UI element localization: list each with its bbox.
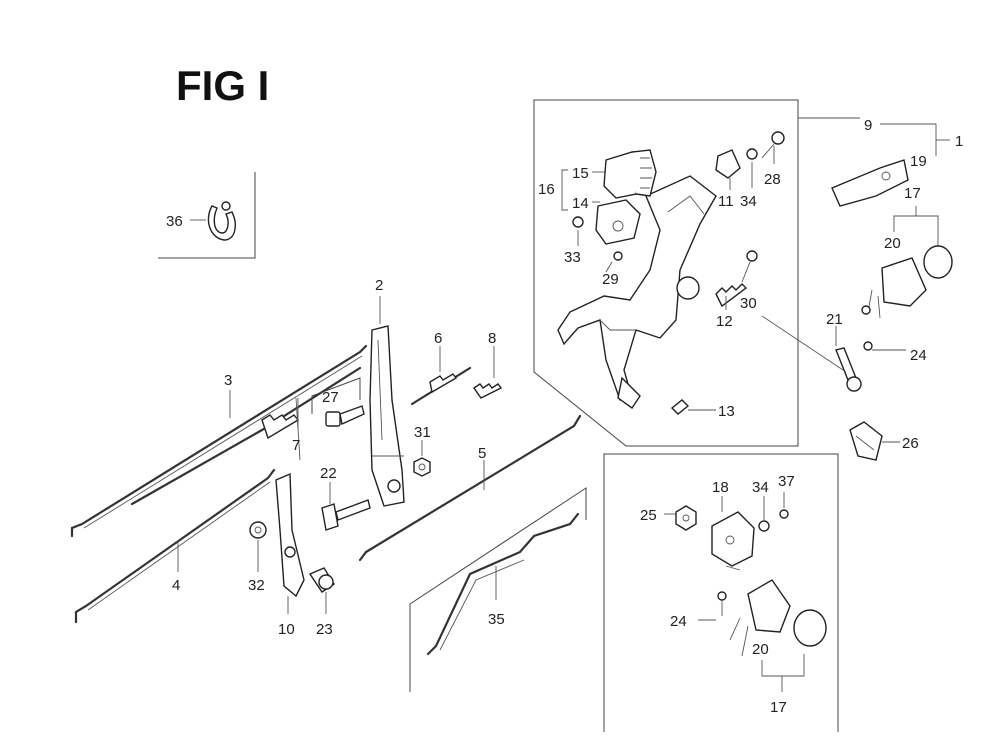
part-21-bolt: 21 [826, 311, 862, 392]
rod-5: 5 [358, 414, 582, 562]
label-18: 18 [712, 479, 729, 496]
label-19: 19 [910, 153, 927, 170]
label-12: 12 [716, 313, 733, 330]
part-34-washer-bottom: 34 [752, 479, 770, 532]
part-35-rod: 35 [409, 487, 587, 692]
label-20b: 20 [752, 641, 769, 658]
part-32-washer: 32 [248, 521, 267, 594]
label-32: 32 [248, 577, 265, 594]
label-34a: 34 [740, 193, 757, 210]
part-25-nut: 25 [640, 505, 697, 531]
label-29: 29 [602, 271, 619, 288]
part-17-switch-bottom: 24 20 17 [670, 579, 827, 716]
switch-assembly-box [603, 453, 839, 732]
label-17b: 17 [770, 699, 787, 716]
label-28: 28 [764, 171, 781, 188]
label-24a: 24 [910, 347, 927, 364]
leader-30-21 [761, 315, 847, 373]
rod-3: 3 [70, 344, 368, 538]
label-31: 31 [414, 424, 431, 441]
label-6: 6 [434, 330, 442, 347]
label-20a: 20 [884, 235, 901, 252]
label-24b: 24 [670, 613, 687, 630]
label-26: 26 [902, 435, 919, 452]
label-10: 10 [278, 621, 295, 638]
label-17a: 17 [904, 185, 921, 202]
part-29-screw: 29 [602, 251, 623, 288]
part-27-bolt: 27 [311, 377, 365, 427]
figure-title: FIG I [176, 62, 269, 109]
label-7: 7 [292, 437, 300, 454]
label-14: 14 [572, 195, 589, 212]
part-30-screw: 30 [740, 250, 758, 312]
label-1: 1 [955, 133, 963, 150]
part-18-plate: 18 [711, 479, 755, 571]
control-bracket [557, 175, 717, 409]
part-37-screw: 37 [778, 473, 795, 519]
part-23-bolt: 23 [308, 567, 335, 638]
label-27: 27 [322, 389, 339, 406]
label-15: 15 [572, 165, 589, 182]
part-28-bolt: 28 [761, 131, 785, 188]
label-9: 9 [864, 117, 872, 134]
label-33: 33 [564, 249, 581, 266]
label-36: 36 [166, 213, 183, 230]
label-30: 30 [740, 295, 757, 312]
part-26-clamp: 26 [849, 421, 919, 461]
part-31-nut: 31 [413, 424, 431, 477]
label-2: 2 [375, 277, 383, 294]
part-6-rod: 6 [410, 330, 472, 406]
label-4: 4 [172, 577, 180, 594]
label-8: 8 [488, 330, 496, 347]
rod-4: 4 [74, 468, 276, 624]
part-13-pin: 13 [670, 399, 735, 420]
part-16-switch-group: 16 15 14 [538, 149, 657, 245]
part-34-washer-top: 34 [740, 148, 758, 210]
label-25: 25 [640, 507, 657, 524]
part-10-lever: 10 [275, 472, 305, 638]
label-23: 23 [316, 621, 333, 638]
label-16: 16 [538, 181, 555, 198]
rod-7-with-spring: 7 [130, 366, 362, 506]
part-2-lever: 2 [369, 277, 405, 507]
label-11: 11 [718, 193, 734, 210]
part-22-bolt: 22 [320, 465, 371, 531]
part-24-screw-top: 24 [863, 341, 927, 364]
label-35: 35 [488, 611, 505, 628]
part-19-plate: 19 [831, 153, 927, 207]
label-34b: 34 [752, 479, 769, 496]
label-22: 22 [320, 465, 337, 482]
part-11-clip: 11 [715, 149, 741, 210]
label-21: 21 [826, 311, 843, 328]
part-17-switch-top: 17 20 [861, 185, 953, 319]
part-36-clip-group: 36 [158, 172, 256, 259]
bracket-assembly-box: 9 1 [533, 99, 963, 447]
part-8-spring: 8 [473, 330, 503, 399]
part-33-washer: 33 [564, 216, 584, 266]
label-3: 3 [224, 372, 232, 389]
part-12-spring: 12 [715, 283, 748, 330]
label-37: 37 [778, 473, 795, 490]
label-13: 13 [718, 403, 735, 420]
label-5: 5 [478, 445, 486, 462]
